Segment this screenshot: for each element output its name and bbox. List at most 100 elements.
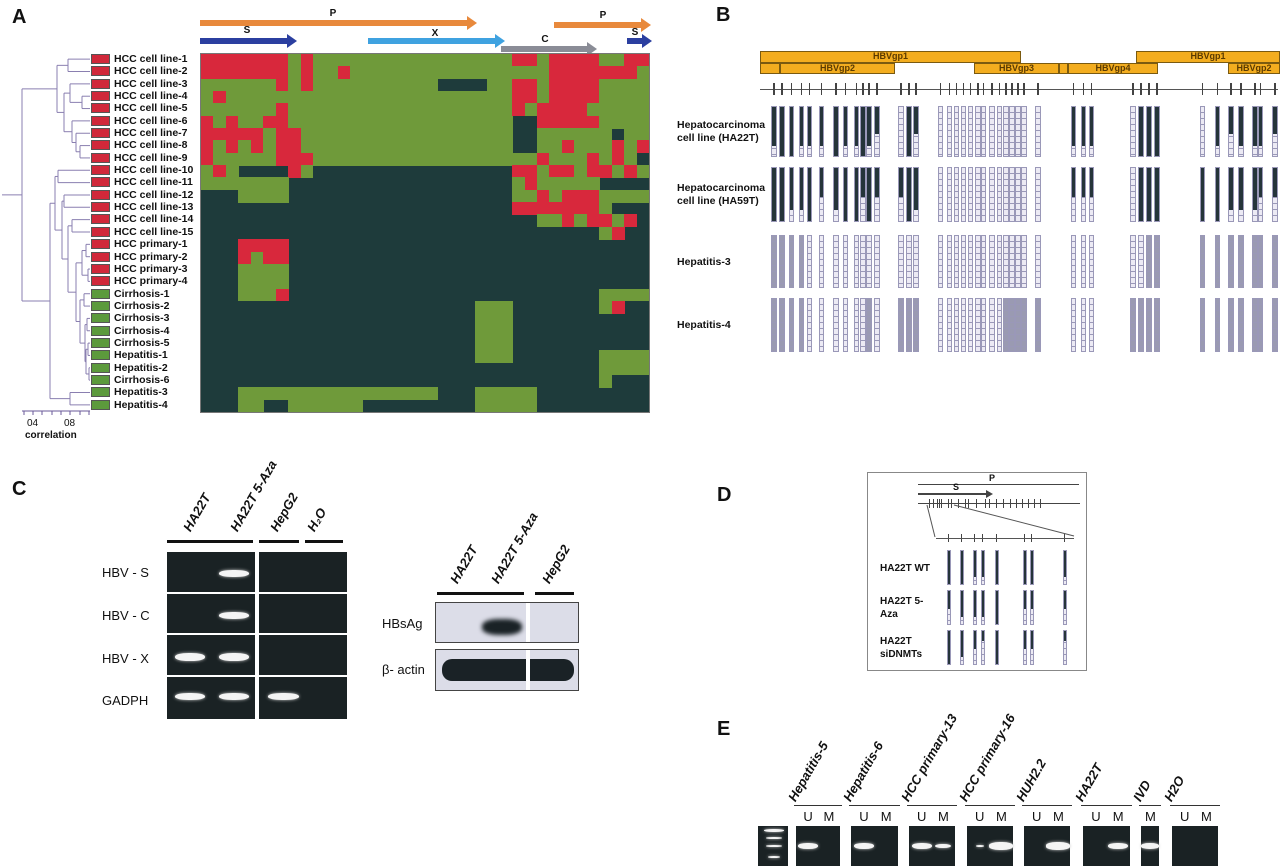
cpg-site-tick: [939, 499, 940, 508]
pcr-band: [175, 653, 205, 661]
cpg-site-tick: [915, 83, 917, 95]
cpg-site-tick: [1254, 83, 1256, 95]
methylation-column: [946, 235, 952, 288]
gene-arrow-x: [368, 34, 505, 48]
sample-row: HCC primary-3: [91, 263, 188, 275]
heatmap-cell: [474, 399, 538, 413]
sample-group-swatch: [91, 165, 110, 176]
cpg-site-tick: [989, 499, 990, 508]
heatmap-cell: [599, 362, 650, 376]
methylation-column: [913, 235, 919, 288]
cpg-site-tick: [941, 499, 942, 508]
methylated-fill: [772, 168, 776, 221]
gene-label-p: P: [329, 8, 337, 19]
methylation-column: [960, 630, 964, 665]
methylation-column: [1228, 235, 1234, 288]
methylated-fill: [1229, 168, 1233, 211]
cpg-site-tick: [1022, 499, 1023, 508]
methylated-fill: [875, 107, 879, 134]
sample-name: HCC primary-4: [114, 275, 188, 288]
lane-column-label: M: [1201, 809, 1212, 824]
heatmap-cell: [512, 54, 538, 67]
methylation-column: [960, 106, 967, 157]
cpg-site-tick: [1005, 83, 1007, 95]
blot-divider: [526, 603, 530, 642]
lane-column-label: U: [1091, 809, 1101, 824]
methylation-column: [1009, 106, 1015, 157]
methylation-column: [1023, 630, 1027, 665]
methylated-fill: [780, 168, 784, 221]
pcr-band: [219, 693, 249, 700]
methylation-column: [1063, 550, 1067, 585]
heatmap-cell: [238, 387, 438, 401]
gene-line-p: [918, 484, 1079, 485]
methylation-column: [1088, 167, 1095, 222]
methylated-fill: [867, 107, 871, 147]
methylation-column: [1035, 106, 1041, 157]
sample-group-swatch: [91, 288, 110, 299]
heatmap-cell: [213, 115, 227, 129]
methylated-fill: [807, 107, 812, 147]
ladder-band: [764, 829, 784, 832]
methylation-column: [1257, 298, 1264, 352]
methylated-fill: [789, 107, 794, 156]
heatmap-cell: [599, 288, 650, 302]
heatmap-cell: [288, 54, 302, 67]
sample-group-swatch: [91, 399, 110, 410]
heatmap-cell: [599, 189, 650, 203]
methylated-fill: [1155, 107, 1159, 156]
methylation-column: [946, 106, 952, 157]
heatmap-cell: [263, 128, 277, 141]
methylation-column: [798, 167, 805, 222]
cpg-site-tick: [1040, 499, 1041, 508]
cpg-site-tick: [1156, 83, 1158, 95]
heatmap-cell: [611, 226, 625, 240]
cpg-site-tick: [1216, 83, 1219, 95]
methylated-fill: [974, 591, 976, 618]
methylation-column: [1154, 298, 1160, 352]
heatmap-cell: [574, 214, 588, 228]
heatmap-cell: [275, 128, 302, 141]
western-blot-actin: [435, 649, 579, 691]
gel-divider: [255, 552, 259, 592]
methylated-fill: [861, 168, 865, 198]
heatmap-cell: [350, 66, 550, 80]
cpg-site-tick: [900, 83, 902, 95]
sample-group-swatch: [91, 202, 110, 213]
heatmap-cell: [537, 91, 550, 104]
methylation-column: [967, 298, 974, 352]
sample-group-swatch: [91, 337, 110, 348]
sample-name: Hepatitis-3: [114, 386, 168, 399]
lane-label: HA22T: [180, 490, 214, 534]
heatmap-cell: [238, 189, 289, 203]
lane-label: IVD: [1130, 777, 1154, 804]
gene-label-p: P: [988, 473, 996, 483]
methylation-column: [842, 106, 849, 157]
methylated-fill: [1253, 107, 1257, 147]
heatmap-cell: [225, 140, 239, 154]
methylation-column: [967, 167, 974, 222]
methylated-fill: [914, 107, 918, 134]
methylation-column: [1088, 298, 1095, 352]
sample-name: HCC cell line-9: [114, 151, 188, 164]
cpg-site-tick: [965, 499, 966, 508]
heatmap-cell: [537, 78, 550, 92]
methylation-column: [1021, 235, 1027, 288]
sample-name: HCC cell line-14: [114, 213, 194, 226]
msp-band: [798, 843, 819, 849]
pcr-band: [219, 653, 249, 661]
sample-row: HCC primary-4: [91, 275, 188, 287]
heatmap-cell: [586, 152, 600, 166]
heatmap-cell: [586, 214, 613, 228]
gene-label-x: X: [431, 28, 439, 39]
heatmap-cell: [636, 165, 650, 178]
heatmap-cell: [586, 165, 613, 178]
methylation-column: [960, 550, 964, 585]
heatmap-cell: [611, 300, 625, 314]
heatmap-cell: [599, 350, 650, 364]
methylation-column: [1199, 235, 1206, 288]
methylation-column: [1003, 106, 1009, 157]
sample-row: HCC cell line-2: [91, 65, 188, 77]
heatmap-cell: [512, 78, 538, 92]
